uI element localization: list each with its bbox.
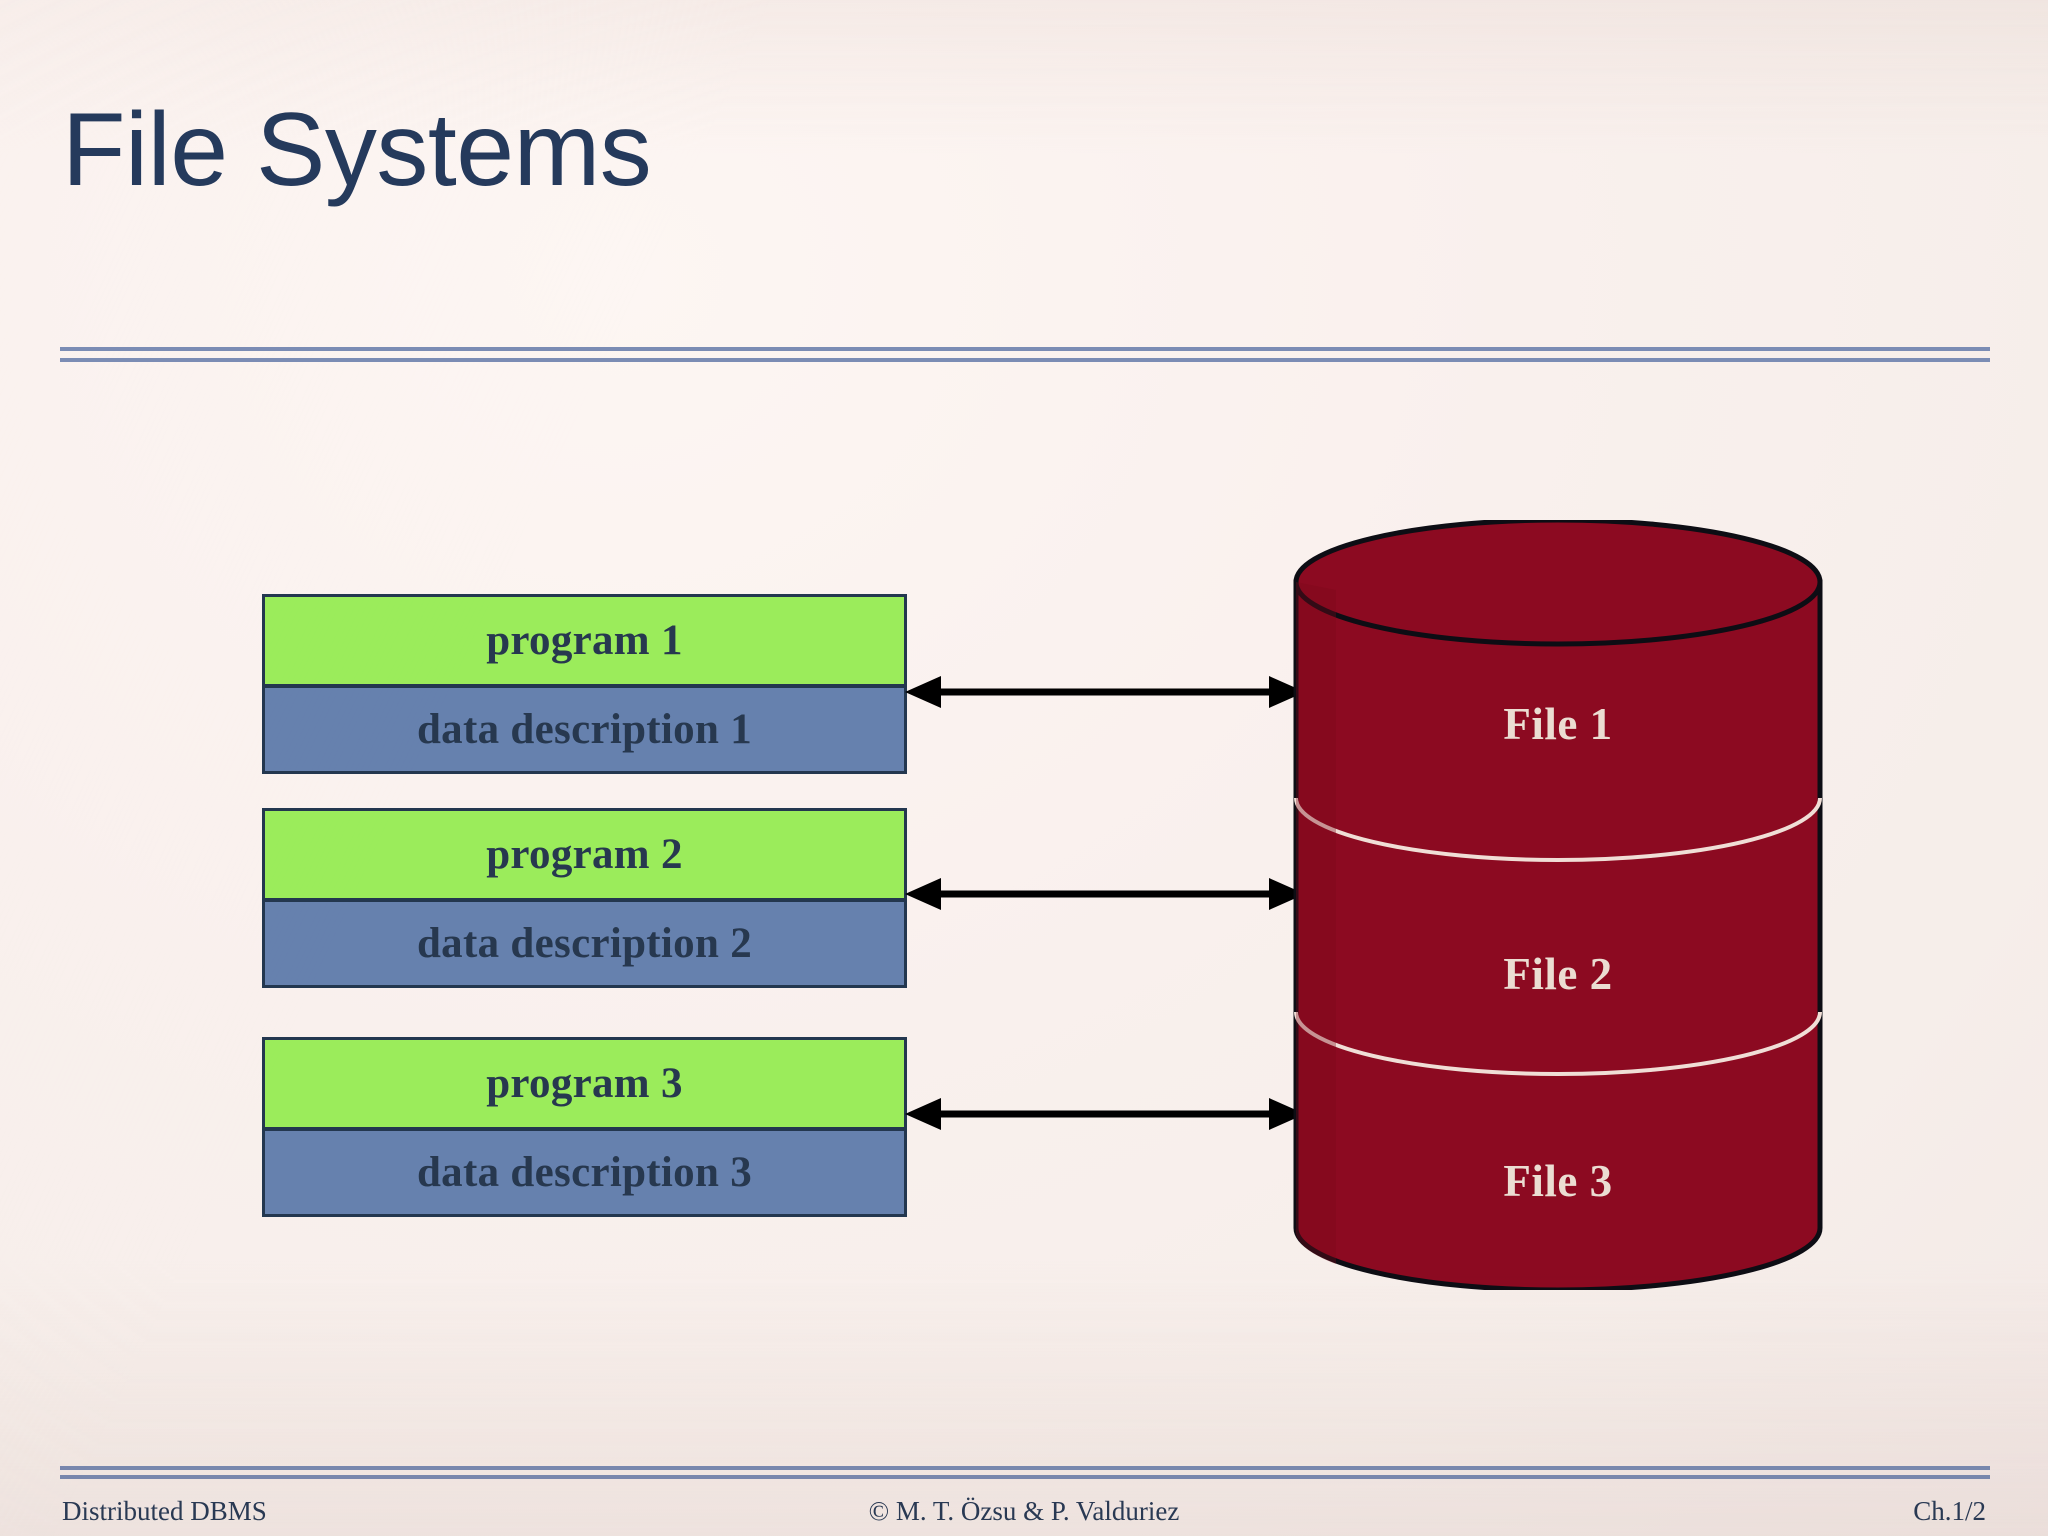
program-label-2: program 2 xyxy=(262,808,907,900)
data-description-label-2: data description 2 xyxy=(262,900,907,988)
double-arrow-icon xyxy=(905,1098,1305,1130)
data-description-label-3: data description 3 xyxy=(262,1129,907,1217)
footer-divider-line-bottom xyxy=(60,1475,1990,1479)
footer-copyright-text: © M. T. Özsu & P. Valduriez xyxy=(868,1496,1180,1526)
arrow-program-2-file-2 xyxy=(905,874,1305,914)
page-title: File Systems xyxy=(62,92,652,208)
footer-divider xyxy=(60,1466,1990,1480)
program-label-1: program 1 xyxy=(262,594,907,686)
arrow-program-1-file-1 xyxy=(905,672,1305,712)
footer-chapter-text: Ch.1/2 xyxy=(1913,1496,1986,1526)
program-label-3: program 3 xyxy=(262,1037,907,1129)
double-arrow-icon xyxy=(905,878,1305,910)
footer-divider-line-top xyxy=(60,1466,1990,1470)
program-block-3[interactable]: program 3 data description 3 xyxy=(262,1037,907,1217)
double-arrow-icon xyxy=(905,676,1305,708)
title-divider-line-bottom xyxy=(60,358,1990,362)
data-description-label-1: data description 1 xyxy=(262,686,907,774)
program-block-1[interactable]: program 1 data description 1 xyxy=(262,594,907,774)
cylinder-shape-icon xyxy=(1293,517,1823,1293)
title-divider xyxy=(60,347,1990,363)
database-cylinder[interactable]: File 1 File 2 File 3 xyxy=(1288,517,1828,1293)
footer-left-text: Distributed DBMS xyxy=(62,1496,267,1526)
title-divider-line-top xyxy=(60,347,1990,351)
program-block-2[interactable]: program 2 data description 2 xyxy=(262,808,907,988)
arrow-program-3-file-3 xyxy=(905,1094,1305,1134)
